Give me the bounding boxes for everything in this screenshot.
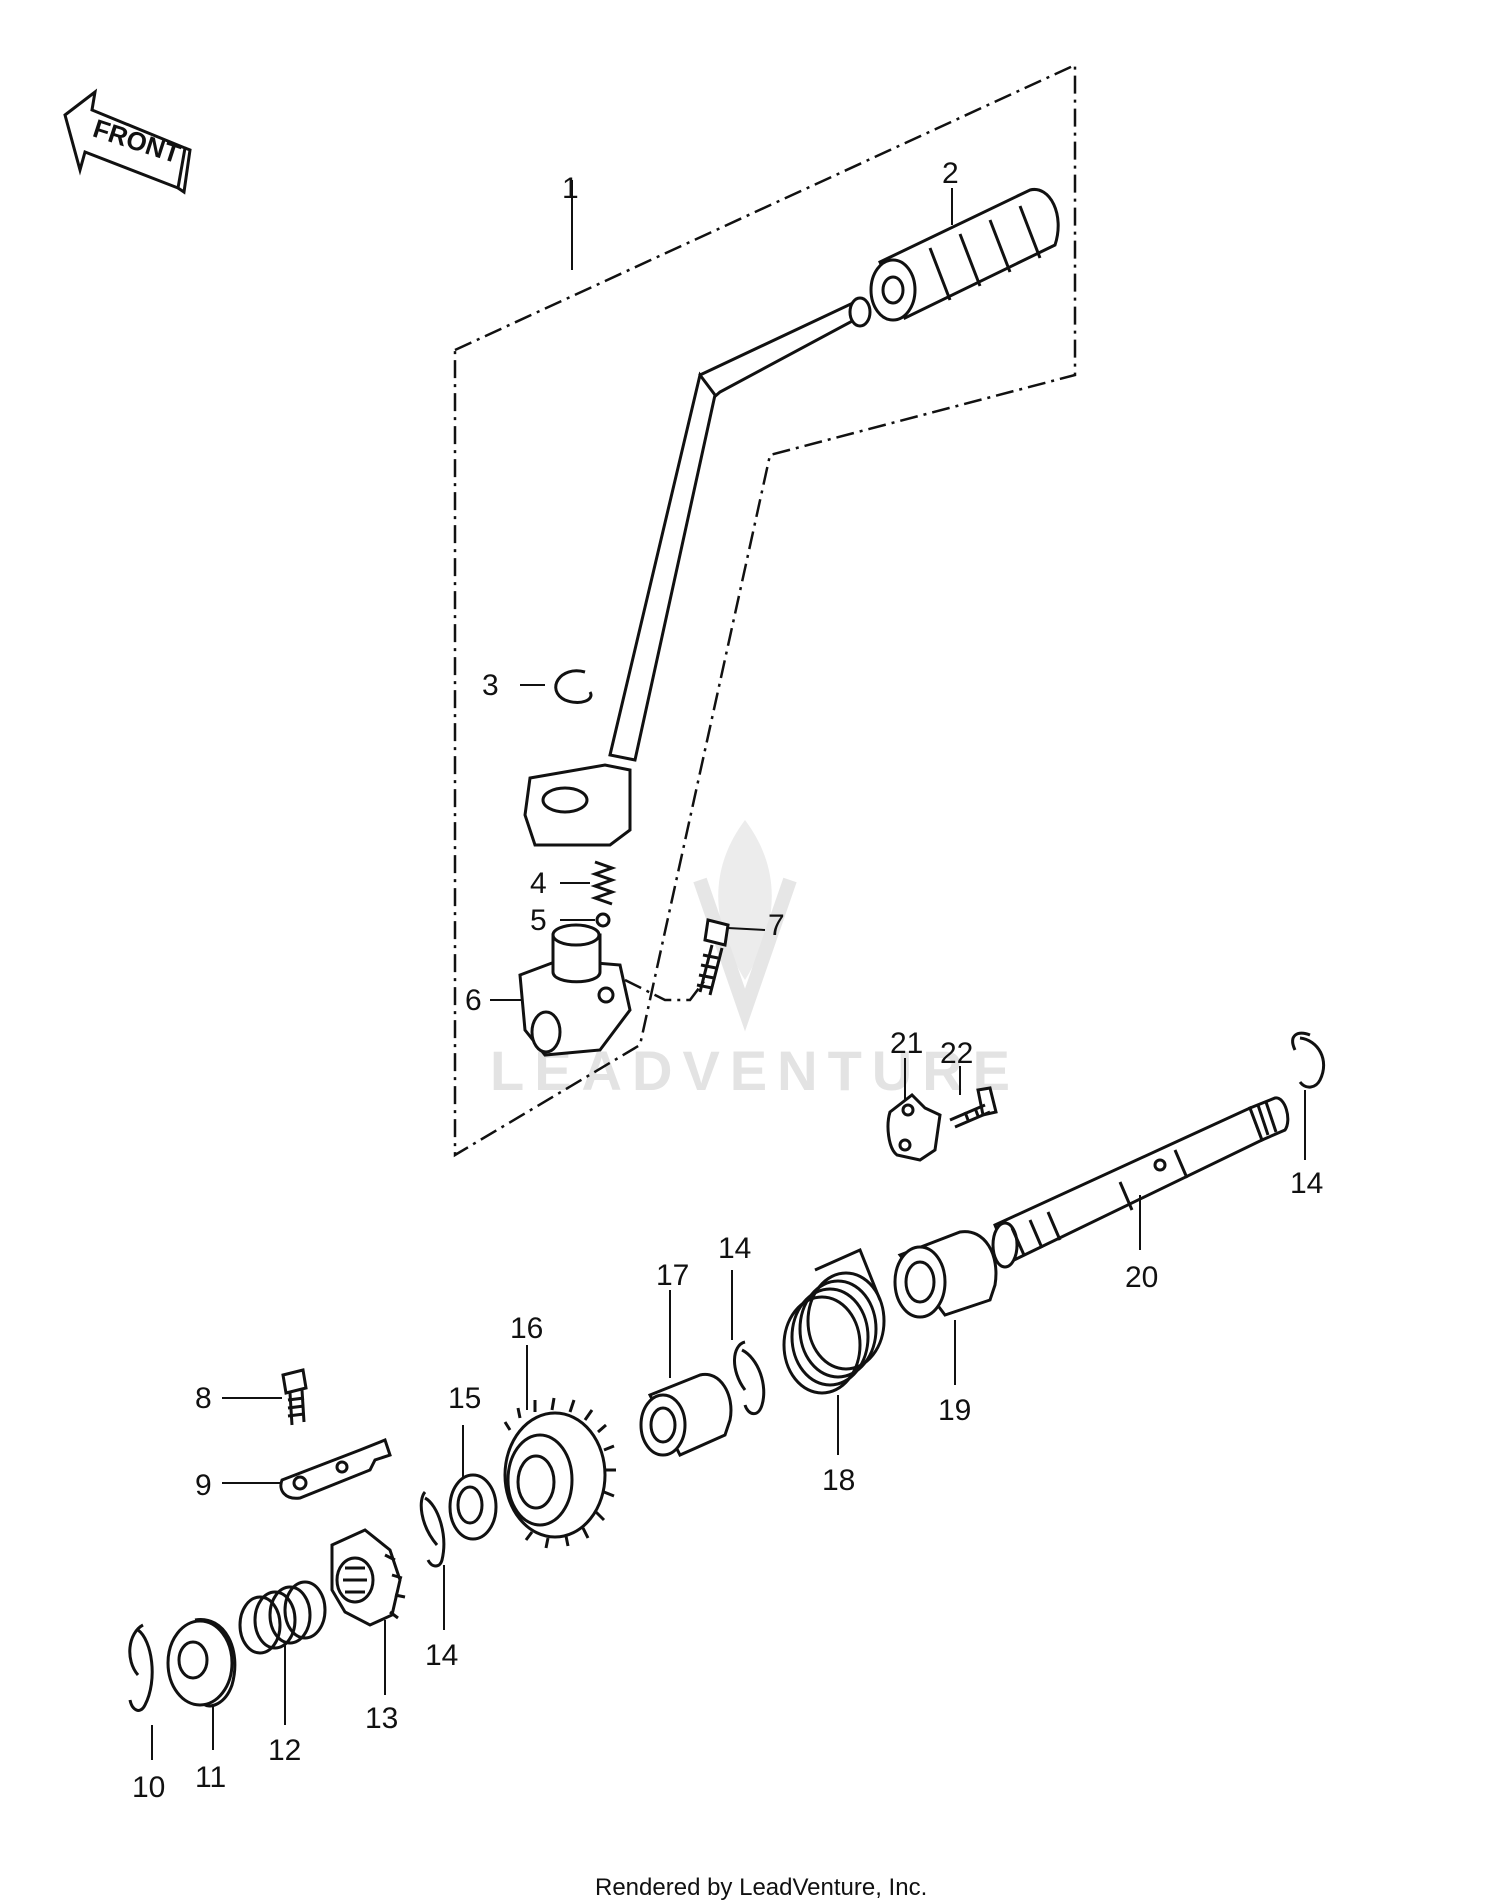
callout-4[interactable]: 4 <box>530 867 547 900</box>
circlip-14-right <box>1291 1031 1326 1089</box>
callout-16[interactable]: 16 <box>510 1312 543 1345</box>
spring-washer <box>166 1618 237 1708</box>
kick-pedal-arm <box>523 296 872 847</box>
ratchet-guide-plate <box>279 1438 392 1500</box>
callout-14-left[interactable]: 14 <box>425 1639 458 1672</box>
callout-19[interactable]: 19 <box>938 1394 971 1427</box>
kick-ratchet <box>330 1528 406 1627</box>
callout-8[interactable]: 8 <box>195 1382 212 1415</box>
circlip-14-middle <box>733 1340 766 1416</box>
callout-14-middle[interactable]: 14 <box>718 1232 751 1265</box>
circlip-14-left <box>419 1491 446 1568</box>
ratchet-guide-bolt <box>281 1368 308 1426</box>
e-clip <box>554 669 593 704</box>
circlip-10 <box>128 1623 154 1712</box>
callout-20[interactable]: 20 <box>1125 1261 1158 1294</box>
front-arrow: FRONT <box>63 88 192 195</box>
callout-15[interactable]: 15 <box>448 1382 481 1415</box>
detent-ball <box>595 912 611 928</box>
watermark: LEADVENTURE <box>490 820 1010 1102</box>
leader-7 <box>727 927 766 931</box>
callout-22[interactable]: 22 <box>940 1037 973 1070</box>
callout-10[interactable]: 10 <box>132 1771 165 1804</box>
footer-credit: Rendered by LeadVenture, Inc. <box>595 1874 927 1901</box>
callout-11[interactable]: 11 <box>195 1761 226 1794</box>
callout-13[interactable]: 13 <box>365 1702 398 1735</box>
callout-21[interactable]: 21 <box>890 1027 923 1060</box>
callout-9[interactable]: 9 <box>195 1469 212 1502</box>
kick-shaft <box>991 1096 1290 1269</box>
kick-pedal-boss <box>518 923 632 1057</box>
assembly-1-outline <box>453 63 1077 1158</box>
kick-return-spring <box>782 1247 886 1395</box>
spring-guide <box>893 1230 998 1319</box>
ratchet-spring <box>238 1580 327 1655</box>
callout-6[interactable]: 6 <box>465 984 482 1017</box>
kick-gear <box>503 1397 616 1549</box>
callout-7[interactable]: 7 <box>768 909 785 942</box>
gear-collar <box>639 1372 733 1457</box>
callout-17[interactable]: 17 <box>656 1259 689 1292</box>
callout-2[interactable]: 2 <box>942 157 959 190</box>
stopper-screw <box>949 1086 998 1129</box>
detent-spring <box>590 860 617 906</box>
callout-5[interactable]: 5 <box>530 904 547 937</box>
callout-12[interactable]: 12 <box>268 1734 301 1767</box>
callout-3[interactable]: 3 <box>482 669 499 702</box>
callout-14-right[interactable]: 14 <box>1290 1167 1323 1200</box>
callout-1[interactable]: 1 <box>562 172 579 205</box>
callout-18[interactable]: 18 <box>822 1464 855 1497</box>
rubber-grip <box>869 188 1060 322</box>
bolt-dashed-guide <box>624 978 706 1002</box>
thrust-washer <box>448 1473 498 1541</box>
shaft-stopper-plate <box>886 1093 942 1162</box>
pinch-bolt <box>696 918 730 996</box>
